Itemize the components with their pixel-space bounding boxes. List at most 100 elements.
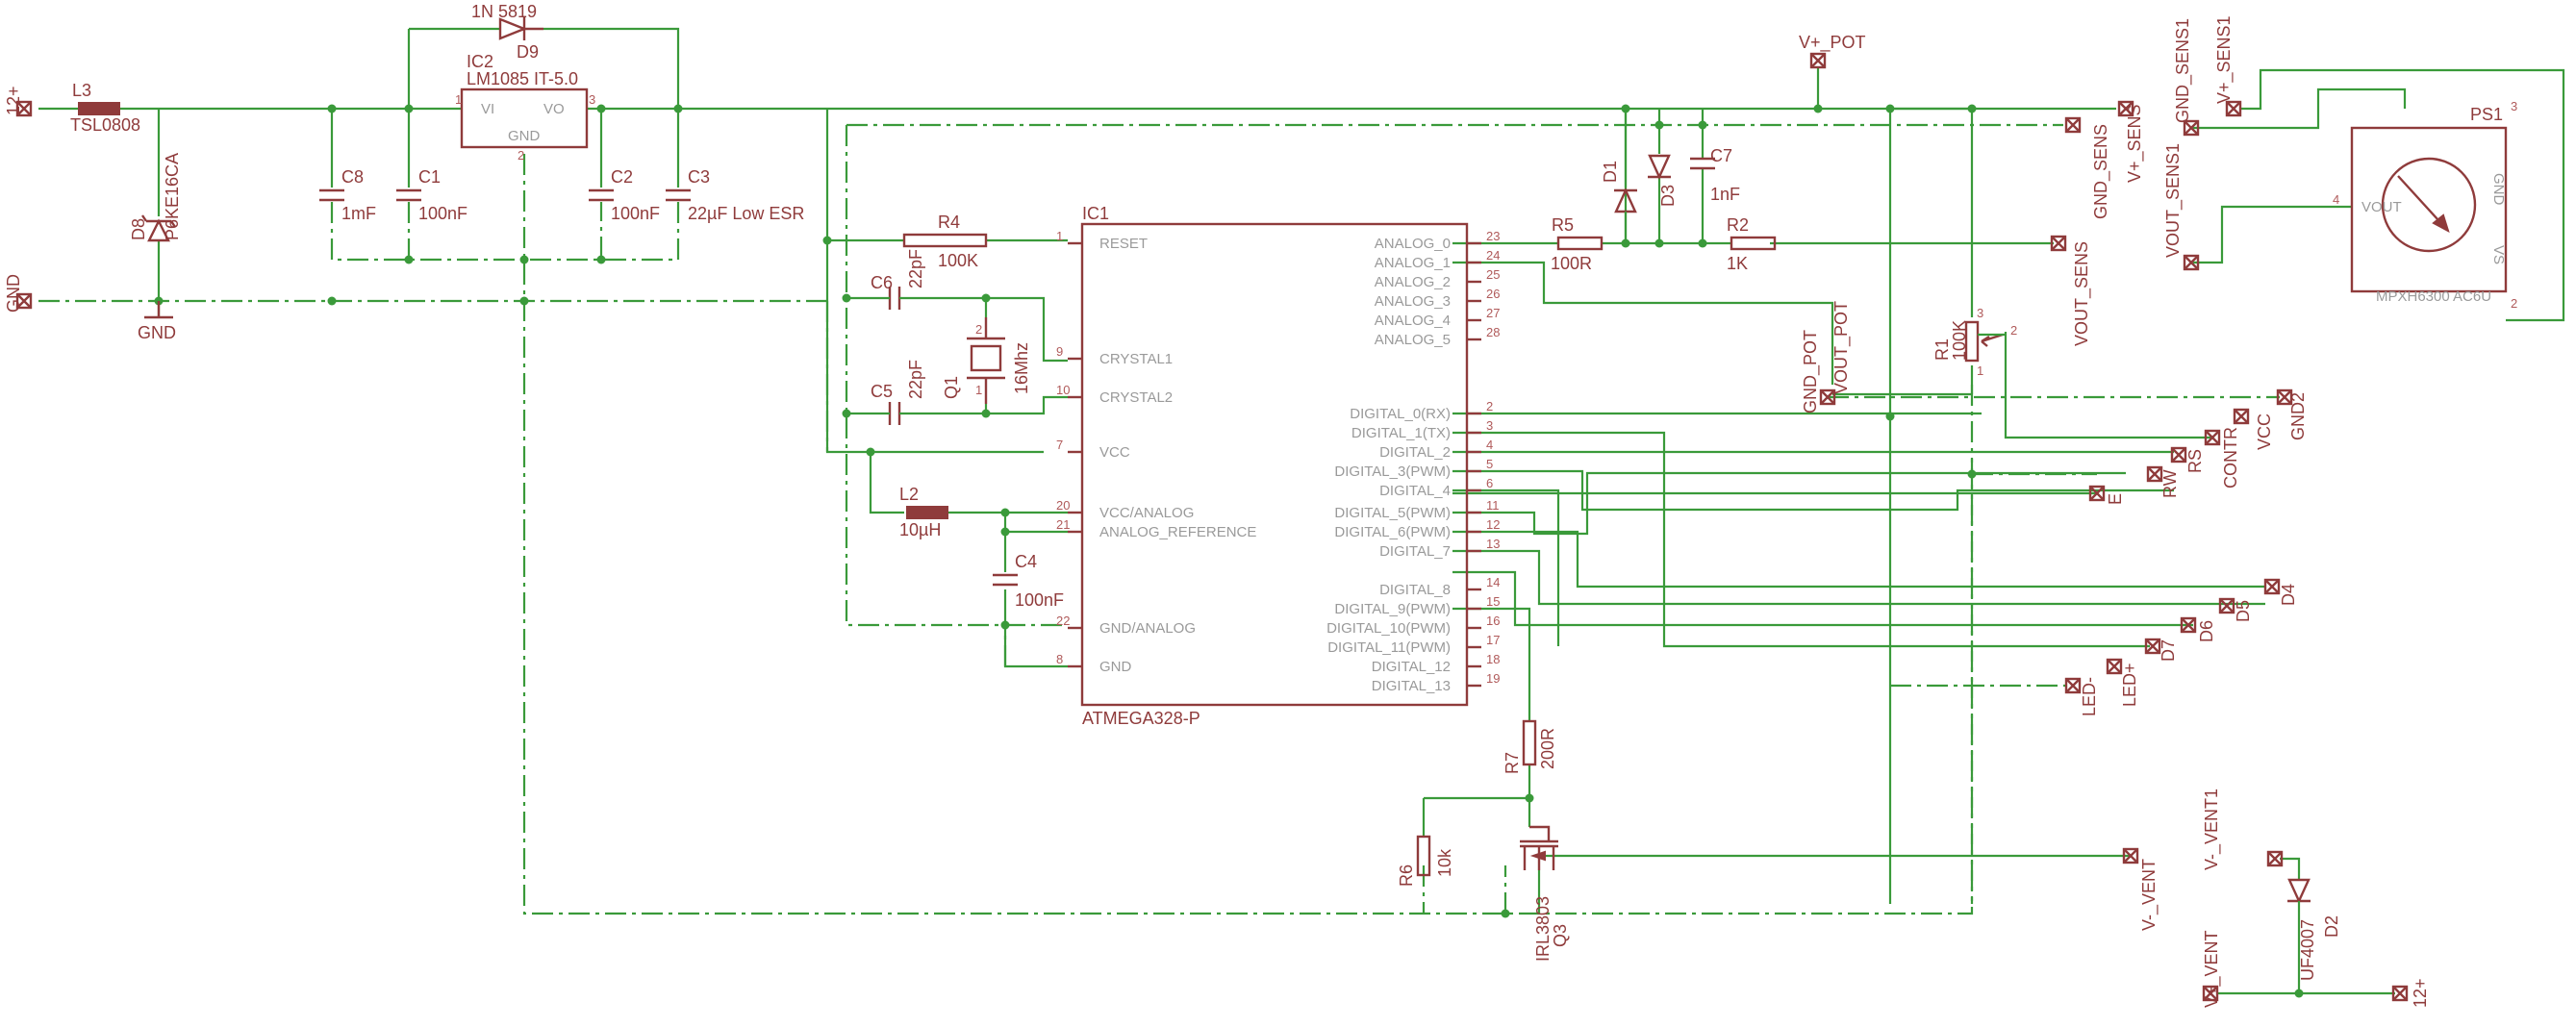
ic1-pin-number: 14 — [1486, 575, 1500, 589]
pad — [2183, 119, 2200, 137]
pad — [2050, 235, 2067, 252]
pad — [2122, 847, 2139, 864]
c8-ref: C8 — [341, 167, 364, 187]
ic1-pin-number: 4 — [1486, 438, 1493, 452]
ic2-pin-gnd: 2 — [518, 148, 524, 163]
d2-value: UF4007 — [2298, 919, 2317, 981]
q1-value: 16Mhz — [1012, 342, 1031, 394]
net-v-sens1: V+_SENS1 — [2214, 15, 2235, 104]
pad — [2218, 597, 2235, 614]
r6-value: 10k — [1435, 848, 1454, 877]
ic1-pin-name: ANALOG_REFERENCE — [1099, 524, 1256, 540]
ic1-pin-number: 21 — [1056, 517, 1070, 532]
ic1-pin-name: ANALOG_2 — [1375, 274, 1451, 290]
net-12v-out: 12+ — [2411, 978, 2430, 1008]
net-v-sens: V+_SENS — [2125, 104, 2145, 183]
ic1-pin-number: 6 — [1486, 476, 1493, 490]
pad — [2117, 100, 2134, 117]
c3-ref: C3 — [688, 167, 710, 187]
gnd-symbol: GND — [138, 301, 176, 342]
c1-ref: C1 — [418, 167, 441, 187]
net-contr: CONTR — [2221, 427, 2240, 488]
ps1-pin-vs: 2 — [2511, 296, 2517, 311]
net-v-minus-vent: V-_VENT — [2139, 859, 2159, 931]
net-v-plus-vent: V+_VENT — [2202, 930, 2222, 1008]
pad — [2276, 388, 2293, 406]
ic1-pin-number: 17 — [1486, 633, 1500, 647]
net-gnd-pot: GND_POT — [1801, 330, 1821, 413]
ic1-pin-name: ANALOG_0 — [1375, 236, 1451, 252]
crystal-q1: Q1 16Mhz 2 1 — [942, 317, 1031, 404]
r4-ref: R4 — [938, 213, 960, 232]
capacitor-c3: C3 22µF Low ESR — [666, 167, 804, 223]
ps1-ref: PS1 — [2470, 105, 2503, 124]
net-rw: RW — [2160, 469, 2180, 498]
ic1-pin-number: 7 — [1056, 438, 1063, 452]
ic2-pin-out: 3 — [589, 92, 595, 107]
ic1-pin-number: 10 — [1056, 383, 1070, 397]
r2-value: 1K — [1727, 254, 1748, 273]
d8-ref: D8 — [129, 218, 148, 240]
net-e: E — [2106, 493, 2125, 505]
r2-ref: R2 — [1727, 215, 1749, 235]
ic1-pin-number: 11 — [1486, 498, 1500, 513]
pad — [2204, 429, 2221, 446]
ic2-vo: VO — [543, 101, 565, 117]
r1-ref: R1 — [1932, 338, 1952, 361]
diode-d2: D2 UF4007 — [2287, 878, 2341, 981]
net-gnd-in: GND — [4, 274, 23, 313]
l2-ref: L2 — [899, 485, 919, 504]
ic2-ref: IC2 — [467, 52, 493, 71]
gnd-symbol-label: GND — [138, 323, 176, 342]
c4-ref: C4 — [1015, 552, 1037, 571]
l3-ref: L3 — [72, 81, 91, 100]
ic1-pin-name: VCC — [1099, 444, 1130, 461]
pad — [2202, 985, 2219, 1002]
d8-value: P6KE16CA — [163, 153, 182, 240]
r1-pin-wiper: 2 — [2010, 323, 2017, 338]
pad — [2391, 985, 2409, 1002]
c6-value: 22pF — [906, 249, 925, 288]
net-rs: RS — [2185, 449, 2205, 473]
net-vcc: VCC — [2255, 413, 2274, 450]
inductor-l2: L2 10µH — [899, 485, 948, 539]
c7-value: 1nF — [1710, 185, 1740, 204]
pad — [2088, 485, 2106, 502]
ic1-pin-number: 28 — [1486, 325, 1500, 339]
ic1-pin-name: DIGITAL_0(RX) — [1350, 406, 1451, 422]
ic1-pin-name: CRYSTAL2 — [1099, 389, 1173, 406]
ps1-pin-gnd: 3 — [2511, 99, 2517, 113]
net-led-plus: LED+ — [2120, 663, 2139, 707]
net-v-pot: V+_POT — [1799, 33, 1866, 53]
ic1-pin-number: 3 — [1486, 418, 1493, 433]
d2-ref: D2 — [2322, 915, 2341, 938]
pad — [2144, 638, 2161, 655]
ic1-pin-name: DIGITAL_1(TX) — [1351, 425, 1451, 441]
ic1-pin-number: 26 — [1486, 287, 1500, 301]
ic1-pin-name: DIGITAL_10(PWM) — [1326, 620, 1451, 637]
ps1-vout: VOUT — [2361, 199, 2402, 215]
l3-value: TSL0808 — [70, 115, 140, 135]
pad — [2064, 116, 2082, 134]
r6-ref: R6 — [1397, 864, 1416, 887]
ic1-pin-number: 27 — [1486, 306, 1500, 320]
pad — [2225, 100, 2242, 117]
r4-value: 100K — [938, 251, 978, 270]
ic1-pin-name: ANALOG_1 — [1375, 255, 1451, 271]
q3-ref: Q3 — [1551, 924, 1570, 947]
pad — [2183, 254, 2200, 271]
net-vout-sens1: VOUT_SENS1 — [2163, 143, 2184, 258]
c3-value: 22µF Low ESR — [688, 204, 804, 223]
pad — [2146, 465, 2163, 483]
diode-d1: D1 — [1601, 161, 1637, 243]
ic1-pin-number: 15 — [1486, 594, 1500, 609]
ic1-right-pins: 23ANALOG_024ANALOG_125ANALOG_226ANALOG_3… — [1326, 229, 1500, 694]
ic1-pin-name: DIGITAL_12 — [1372, 659, 1451, 675]
ic1-pin-number: 23 — [1486, 229, 1500, 243]
ic1-pin-name: DIGITAL_4 — [1379, 483, 1451, 499]
pad — [1809, 52, 1827, 69]
pad — [2106, 658, 2123, 675]
ic2-value: LM1085 IT-5.0 — [467, 69, 578, 88]
diode-d3: D3 — [1648, 154, 1678, 207]
